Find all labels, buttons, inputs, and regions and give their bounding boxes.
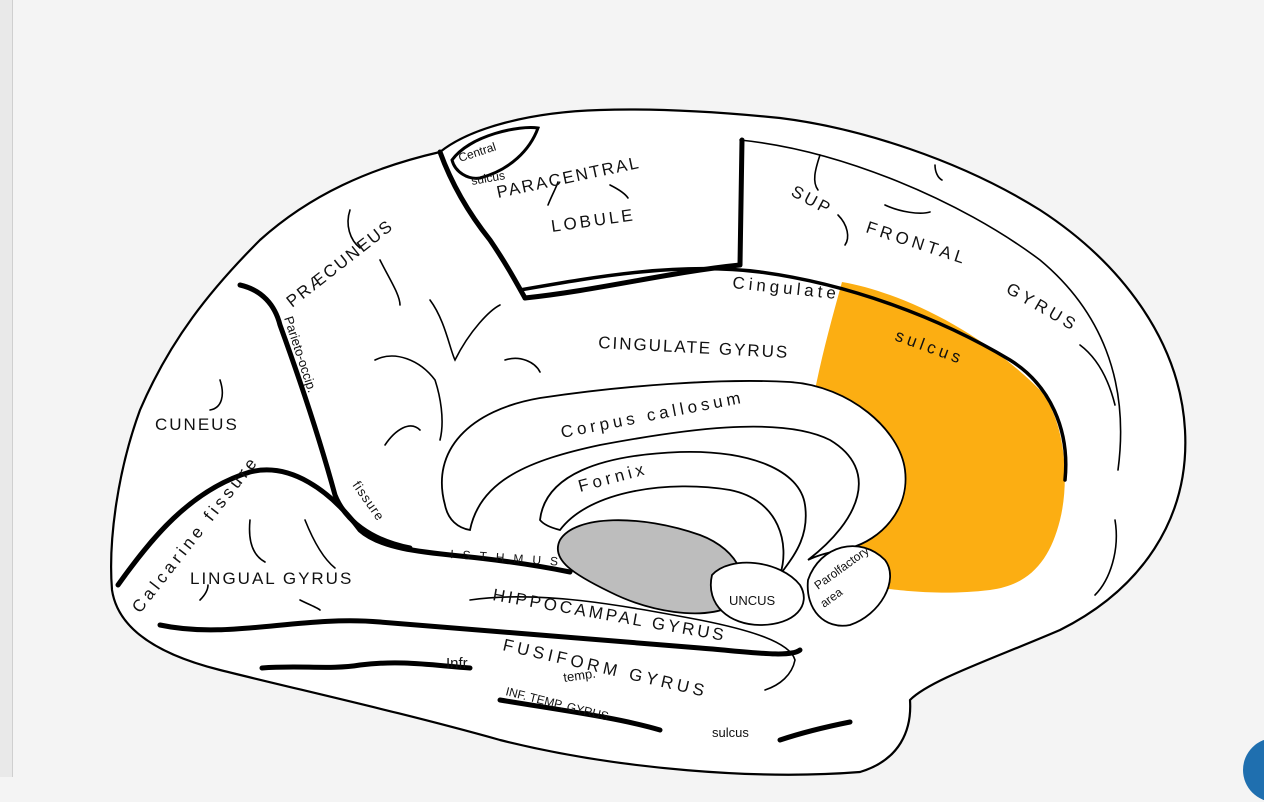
small-sulcus-9 [837, 214, 849, 246]
small-sulcus-6 [504, 357, 541, 373]
label-uncus: UNCUS [729, 593, 776, 608]
brain-outline [110, 108, 1187, 776]
small-sulcus-16 [299, 599, 321, 611]
small-sulcus-19 [934, 164, 943, 181]
window-left-edge [0, 0, 13, 777]
hippocampal-line [469, 595, 796, 691]
small-sulcus-2 [379, 259, 401, 306]
central-sulcus-line [437, 149, 528, 301]
collateral-sulcus-line [157, 618, 803, 657]
small-sulcus-13 [248, 519, 266, 563]
small-sulcus-11 [1079, 344, 1116, 406]
small-sulcus-12 [1094, 519, 1118, 596]
small-sulcus-3 [374, 355, 443, 441]
calcarine-fissure-line [115, 467, 573, 588]
label-lingual-gyrus: LINGUAL GYRUS [190, 569, 353, 588]
small-sulcus-17 [609, 184, 629, 199]
brain-medial-diagram: Central sulcus PARACENTRAL LOBULE SUP FR… [110, 108, 1187, 776]
small-sulcus-5 [384, 425, 421, 446]
label-central-sulcus-2: sulcus [470, 168, 506, 188]
label-sulcus-bottom: sulcus [712, 725, 749, 740]
small-sulcus-14 [304, 519, 336, 569]
label-cuneus: CUNEUS [155, 415, 239, 434]
uncus [709, 561, 805, 626]
outer-margin-line [739, 139, 1122, 471]
small-sulcus-15 [199, 584, 209, 601]
small-sulcus-4 [429, 299, 501, 362]
small-sulcus-8 [813, 154, 821, 191]
inferior-temporal-sulcus-line [259, 660, 853, 743]
cingulate-sulcus-highlight [815, 282, 1065, 593]
paracentral-sulcus-line [522, 137, 745, 301]
central-sulcus-cap [450, 126, 541, 180]
parolfactory-area [806, 545, 891, 627]
small-sulcus-1 [347, 209, 361, 249]
small-sulcus-10 [884, 204, 931, 214]
small-sulcus-18 [547, 181, 559, 206]
cingulate-sulcus-line [518, 266, 1068, 482]
label-infr: Infr [446, 655, 468, 672]
label-temp: temp. [562, 666, 596, 685]
small-sulcus-7 [209, 379, 224, 411]
